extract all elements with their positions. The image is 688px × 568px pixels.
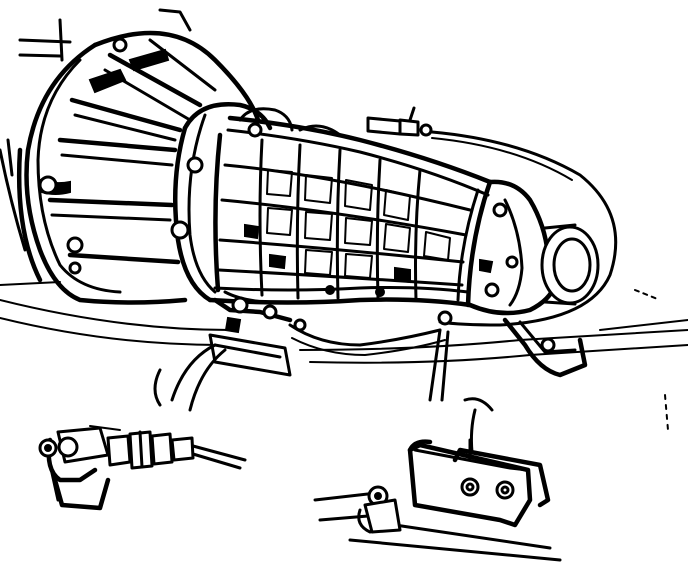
- harness-connectors: [208, 290, 453, 377]
- speedometer-cable: [366, 106, 618, 327]
- tail-housing: [467, 179, 600, 378]
- vehicle-frame-lines: [0, 8, 688, 431]
- callout-leaders: [153, 328, 494, 462]
- transmission-case: [207, 107, 493, 308]
- bellhousing: [16, 30, 273, 305]
- cable-end-detail: [38, 425, 247, 511]
- bracket-detail: [313, 439, 562, 562]
